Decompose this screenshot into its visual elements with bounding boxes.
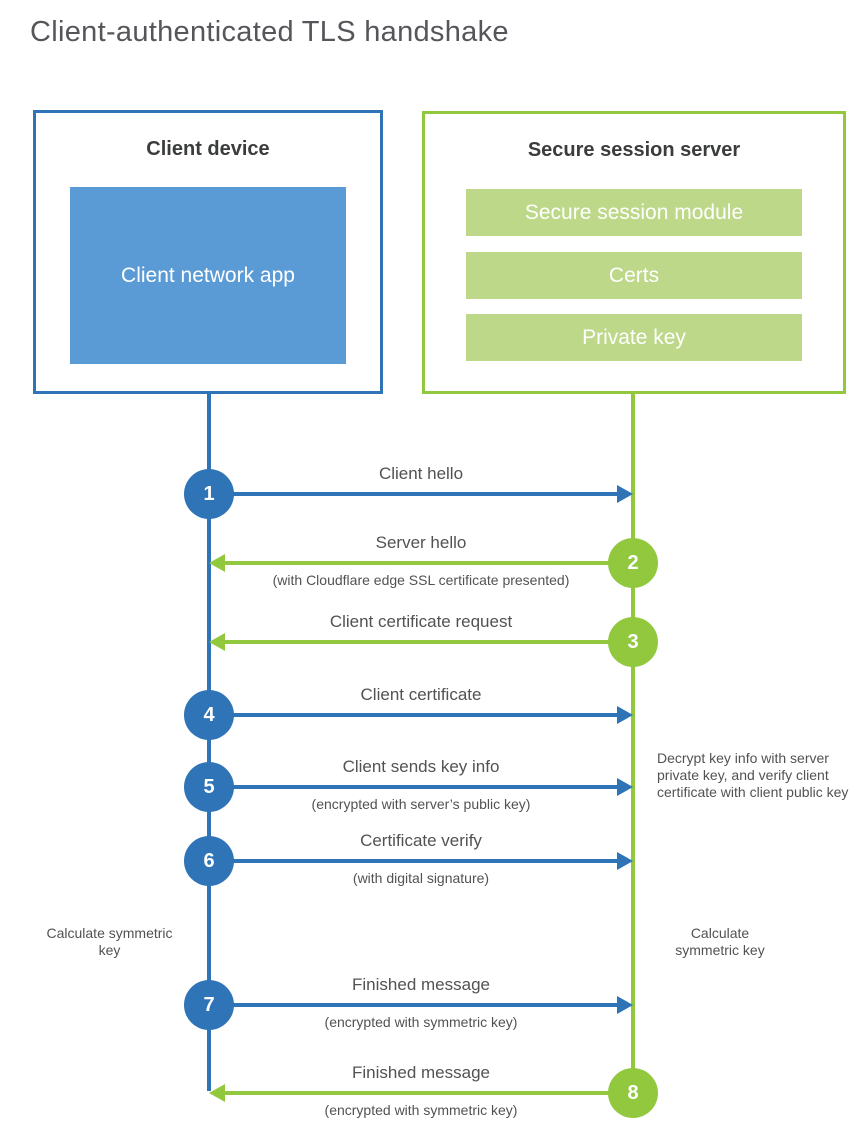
step-8-label: Finished message bbox=[352, 1063, 490, 1082]
secure-session-module-bar: Secure session module bbox=[466, 189, 802, 236]
page-title: Client-authenticated TLS handshake bbox=[30, 16, 509, 48]
step-1-arrowhead-icon bbox=[617, 485, 633, 503]
client-device-title: Client device bbox=[146, 138, 270, 160]
step-5-sublabel: (encrypted with server’s public key) bbox=[311, 796, 531, 812]
client-lifeline bbox=[207, 391, 211, 1091]
step-2-label: Server hello bbox=[375, 533, 467, 552]
step-8-arrowhead-icon bbox=[209, 1084, 225, 1102]
secure-session-server-box: Secure session server Secure session mod… bbox=[422, 111, 846, 394]
step-6-arrowhead-icon bbox=[617, 852, 633, 870]
step-6-label: Certificate verify bbox=[360, 831, 482, 850]
certs-bar: Certs bbox=[466, 252, 802, 299]
step-7-arrow-line bbox=[209, 1003, 618, 1007]
step-4-arrow-line bbox=[209, 713, 618, 717]
step-8-sublabel: (encrypted with symmetric key) bbox=[324, 1102, 518, 1118]
step-5-arrowhead-icon bbox=[617, 778, 633, 796]
calculate-symmetric-key-note-client: Calculate symmetric key bbox=[46, 925, 173, 958]
step-7-label: Finished message bbox=[352, 975, 490, 994]
step-5-badge: 5 bbox=[184, 762, 234, 812]
step-6-arrow-line bbox=[209, 859, 618, 863]
step-8-arrow-line bbox=[224, 1091, 633, 1095]
server-lifeline bbox=[631, 391, 635, 1093]
step-4-label: Client certificate bbox=[360, 685, 482, 704]
step-3-arrow-line bbox=[224, 640, 633, 644]
step-2-sublabel: (with Cloudflare edge SSL certificate pr… bbox=[272, 572, 570, 588]
step-2-arrow-line bbox=[224, 561, 633, 565]
step-5-label: Client sends key info bbox=[342, 757, 500, 776]
step-6-sublabel: (with digital signature) bbox=[352, 870, 490, 886]
step-3-badge: 3 bbox=[608, 617, 658, 667]
step-8-badge: 8 bbox=[608, 1068, 658, 1118]
calculate-symmetric-key-note-server: Calculate symmetric key bbox=[675, 925, 765, 958]
step-7-arrowhead-icon bbox=[617, 996, 633, 1014]
step-4-arrowhead-icon bbox=[617, 706, 633, 724]
step-1-label: Client hello bbox=[378, 464, 464, 483]
step-5-arrow-line bbox=[209, 785, 618, 789]
step-4-badge: 4 bbox=[184, 690, 234, 740]
secure-session-server-title: Secure session server bbox=[527, 139, 741, 161]
step-3-label: Client certificate request bbox=[329, 612, 513, 631]
step-1-arrow-line bbox=[209, 492, 618, 496]
step-6-badge: 6 bbox=[184, 836, 234, 886]
step-2-arrowhead-icon bbox=[209, 554, 225, 572]
client-network-app-box: Client network app bbox=[70, 187, 346, 364]
step-2-badge: 2 bbox=[608, 538, 658, 588]
step-1-badge: 1 bbox=[184, 469, 234, 519]
client-device-box: Client device Client network app bbox=[33, 110, 383, 394]
client-network-app-label: Client network app bbox=[121, 264, 295, 287]
step-7-badge: 7 bbox=[184, 980, 234, 1030]
step-3-arrowhead-icon bbox=[209, 633, 225, 651]
step-7-sublabel: (encrypted with symmetric key) bbox=[324, 1014, 518, 1030]
private-key-bar: Private key bbox=[466, 314, 802, 361]
decrypt-note: Decrypt key info with server private key… bbox=[657, 750, 849, 800]
